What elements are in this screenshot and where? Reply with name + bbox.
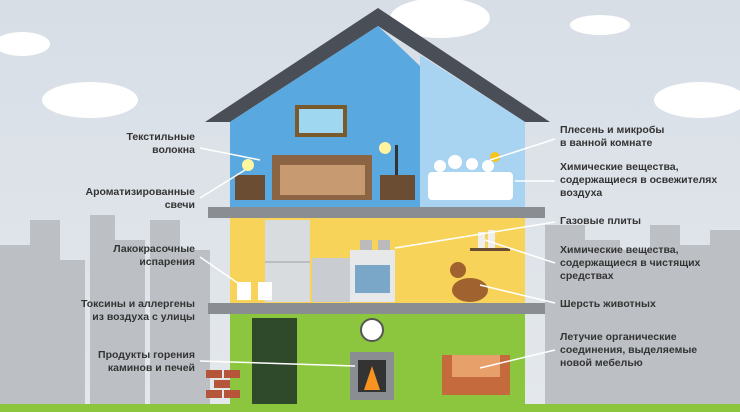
label-cleaning-chemicals: Химические вещества, содержащиеся в чист… — [560, 244, 700, 283]
label-line: из воздуха с улицы — [92, 311, 195, 323]
label-line: Ароматизированные — [85, 186, 196, 198]
label-line: Токсины и аллергены — [81, 298, 195, 310]
label-combustion-products: Продукты горения каминов и печей — [98, 349, 195, 375]
refrigerator — [265, 220, 310, 302]
front-door — [252, 318, 297, 406]
label-line: средствах — [560, 270, 614, 282]
paint-bucket — [237, 282, 251, 300]
shelf — [470, 248, 510, 251]
label-line: свечи — [164, 199, 195, 211]
floor-slab-top — [208, 207, 545, 218]
label-line: Продукты горения — [98, 349, 195, 361]
nightstand-right — [380, 175, 415, 200]
city-skyline — [0, 215, 740, 405]
bathtub — [428, 172, 513, 200]
label-line: Текстильные — [126, 131, 195, 143]
clock-icon — [360, 318, 384, 342]
label-line: новой мебелью — [560, 357, 643, 369]
roof — [205, 8, 550, 122]
lamp — [395, 145, 398, 175]
label-line: Летучие органические — [560, 331, 677, 343]
label-paint-fumes: Лакокрасочные испарения — [113, 243, 195, 269]
cabinet — [312, 258, 350, 302]
dog — [450, 262, 488, 302]
label-line: соединения, выделяемые — [560, 344, 698, 356]
label-line: каминов и печей — [107, 362, 195, 374]
pointer-lines — [199, 138, 556, 369]
label-air-freshener-chemicals: Химические вещества, содержащиеся в осве… — [560, 161, 717, 200]
cleaning-bottle — [478, 232, 485, 248]
label-scented-candles: Ароматизированные свечи — [86, 186, 196, 212]
candle-icon — [242, 159, 254, 171]
floor-slab-middle — [208, 303, 545, 314]
label-textile-fibers: Текстильные волокна — [126, 131, 195, 157]
label-outdoor-toxins: Токсины и аллергены из воздуха с улицы — [81, 298, 195, 324]
label-line: испарения — [139, 256, 195, 268]
clouds — [0, 0, 740, 118]
label-gas-stoves: Газовые плиты — [560, 215, 641, 228]
label-line: Лакокрасочные — [113, 243, 195, 255]
label-line: Газовые плиты — [560, 215, 641, 227]
nightstand-left — [235, 175, 265, 200]
label-line: Химические вещества, — [560, 244, 679, 256]
brick-wall — [206, 370, 240, 398]
label-pet-hair: Шерсть животных — [560, 298, 656, 311]
label-line: волокна — [152, 144, 195, 156]
label-line: содержащиеся в чистящих — [560, 257, 701, 269]
label-line: Плесень и микробы — [560, 124, 665, 136]
top-floor-bathroom — [420, 55, 525, 208]
label-line: содержащиеся в освежителях — [560, 174, 718, 186]
label-mold-microbes: Плесень и микробы в ванной комнате — [560, 124, 664, 150]
label-line: воздуха — [560, 187, 603, 199]
label-furniture-voc: Летучие органические соединения, выделяе… — [560, 331, 697, 370]
label-line: Химические вещества, — [560, 161, 679, 173]
label-line: Шерсть животных — [560, 298, 656, 310]
label-line: в ванной комнате — [560, 137, 653, 149]
ground — [0, 404, 740, 412]
